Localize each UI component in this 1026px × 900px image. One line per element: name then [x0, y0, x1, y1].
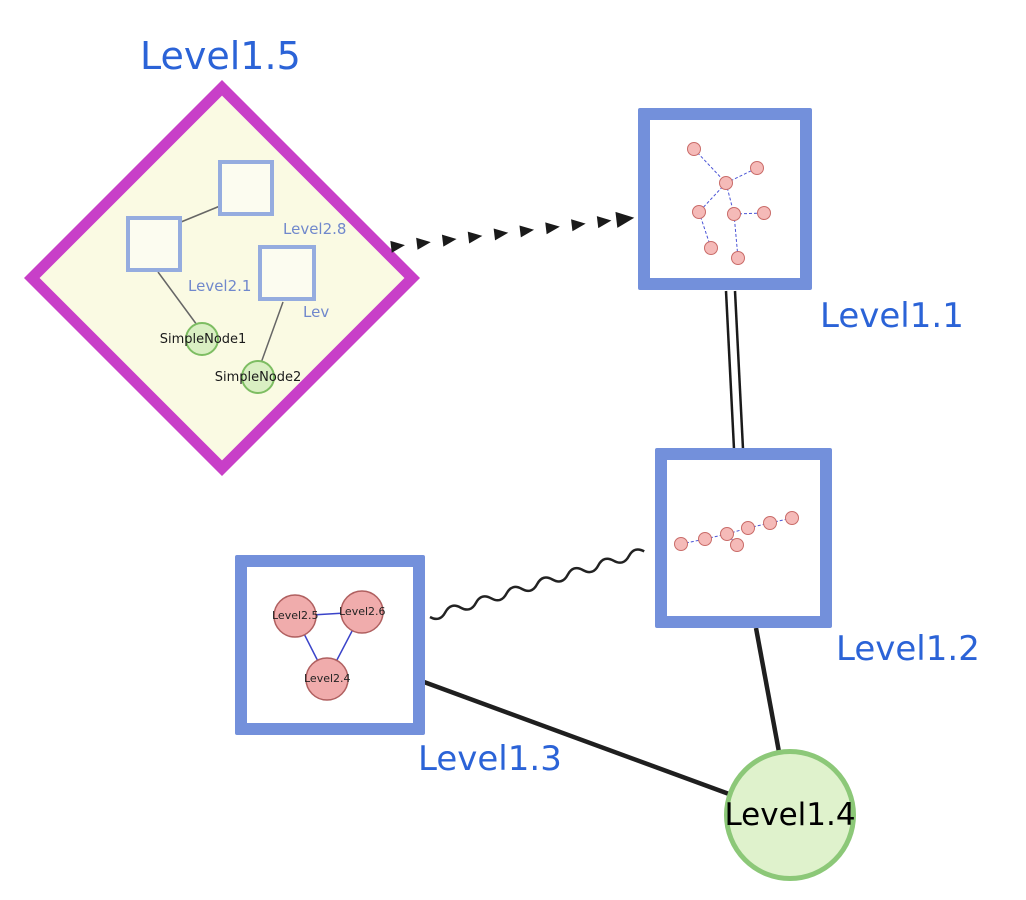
edge-level1-3-to-level1-2[interactable] — [429, 548, 645, 621]
diamond-inner-edges — [157, 205, 284, 364]
edge-square-left-simplenode1[interactable] — [157, 271, 198, 326]
label-level2-1: Level2.1 — [188, 277, 252, 295]
subgraph-node[interactable] — [692, 205, 706, 219]
node-level1-3[interactable]: Level2.5 Level2.6 Level2.4 — [235, 555, 425, 735]
edge-square-top-square-left[interactable] — [180, 205, 221, 223]
subgraph-node[interactable] — [730, 538, 744, 552]
subgraph-node[interactable] — [727, 207, 741, 221]
label-level2-truncated: Lev — [303, 303, 330, 321]
label-simplenode2: SimpleNode2 — [214, 370, 302, 385]
label-level1-3: Level1.3 — [418, 739, 562, 779]
node-level1-1[interactable] — [638, 108, 812, 290]
subgraph-node[interactable] — [720, 527, 734, 541]
label-level2-5: Level2.5 — [272, 609, 318, 622]
subgraph-node[interactable] — [757, 206, 771, 220]
subgraph-node[interactable] — [763, 516, 777, 530]
node-level2-1[interactable] — [126, 216, 182, 272]
node-simplenode1[interactable] — [185, 322, 219, 356]
label-level1-2: Level1.2 — [836, 629, 980, 669]
node-simplenode2[interactable] — [241, 360, 275, 394]
label-level2-6: Level2.6 — [339, 605, 385, 618]
edge-level1-3-to-level1-4[interactable] — [423, 679, 730, 797]
subgraph-node[interactable] — [750, 161, 764, 175]
edge-level1-1-to-level1-2[interactable] — [724, 290, 745, 450]
subgraph-node[interactable] — [674, 537, 688, 551]
subgraph-node[interactable] — [704, 241, 718, 255]
node-level2-6[interactable] — [340, 590, 384, 634]
subgraph-node[interactable] — [698, 532, 712, 546]
edge-square-right-simplenode2[interactable] — [260, 301, 284, 364]
label-level2-4: Level2.4 — [304, 672, 350, 685]
node-level2-truncated[interactable] — [258, 245, 316, 301]
node-level2-8[interactable] — [218, 160, 274, 216]
subgraph-node[interactable] — [719, 176, 733, 190]
label-simplenode1: SimpleNode1 — [159, 332, 247, 347]
edge-level1-2-to-level1-4[interactable] — [753, 627, 782, 753]
edge-level1-5-to-level1-1[interactable] — [390, 211, 635, 253]
level1-2-subgraph — [674, 511, 799, 552]
label-level2-8: Level2.8 — [283, 220, 347, 238]
node-level2-4[interactable] — [305, 657, 349, 701]
label-level1-5: Level1.5 — [140, 34, 301, 78]
node-level2-5[interactable] — [273, 594, 317, 638]
subgraph-node[interactable] — [731, 251, 745, 265]
label-level1-1: Level1.1 — [820, 296, 964, 336]
label-level1-4: Level1.4 — [724, 797, 856, 833]
subgraph-node[interactable] — [785, 511, 799, 525]
node-level1-4[interactable]: Level1.4 — [724, 749, 856, 881]
subgraph-node[interactable] — [741, 521, 755, 535]
node-level1-2[interactable] — [655, 448, 832, 628]
subgraph-node[interactable] — [687, 142, 701, 156]
level1-3-subgraph — [273, 590, 384, 701]
level1-1-subgraph — [687, 142, 771, 265]
